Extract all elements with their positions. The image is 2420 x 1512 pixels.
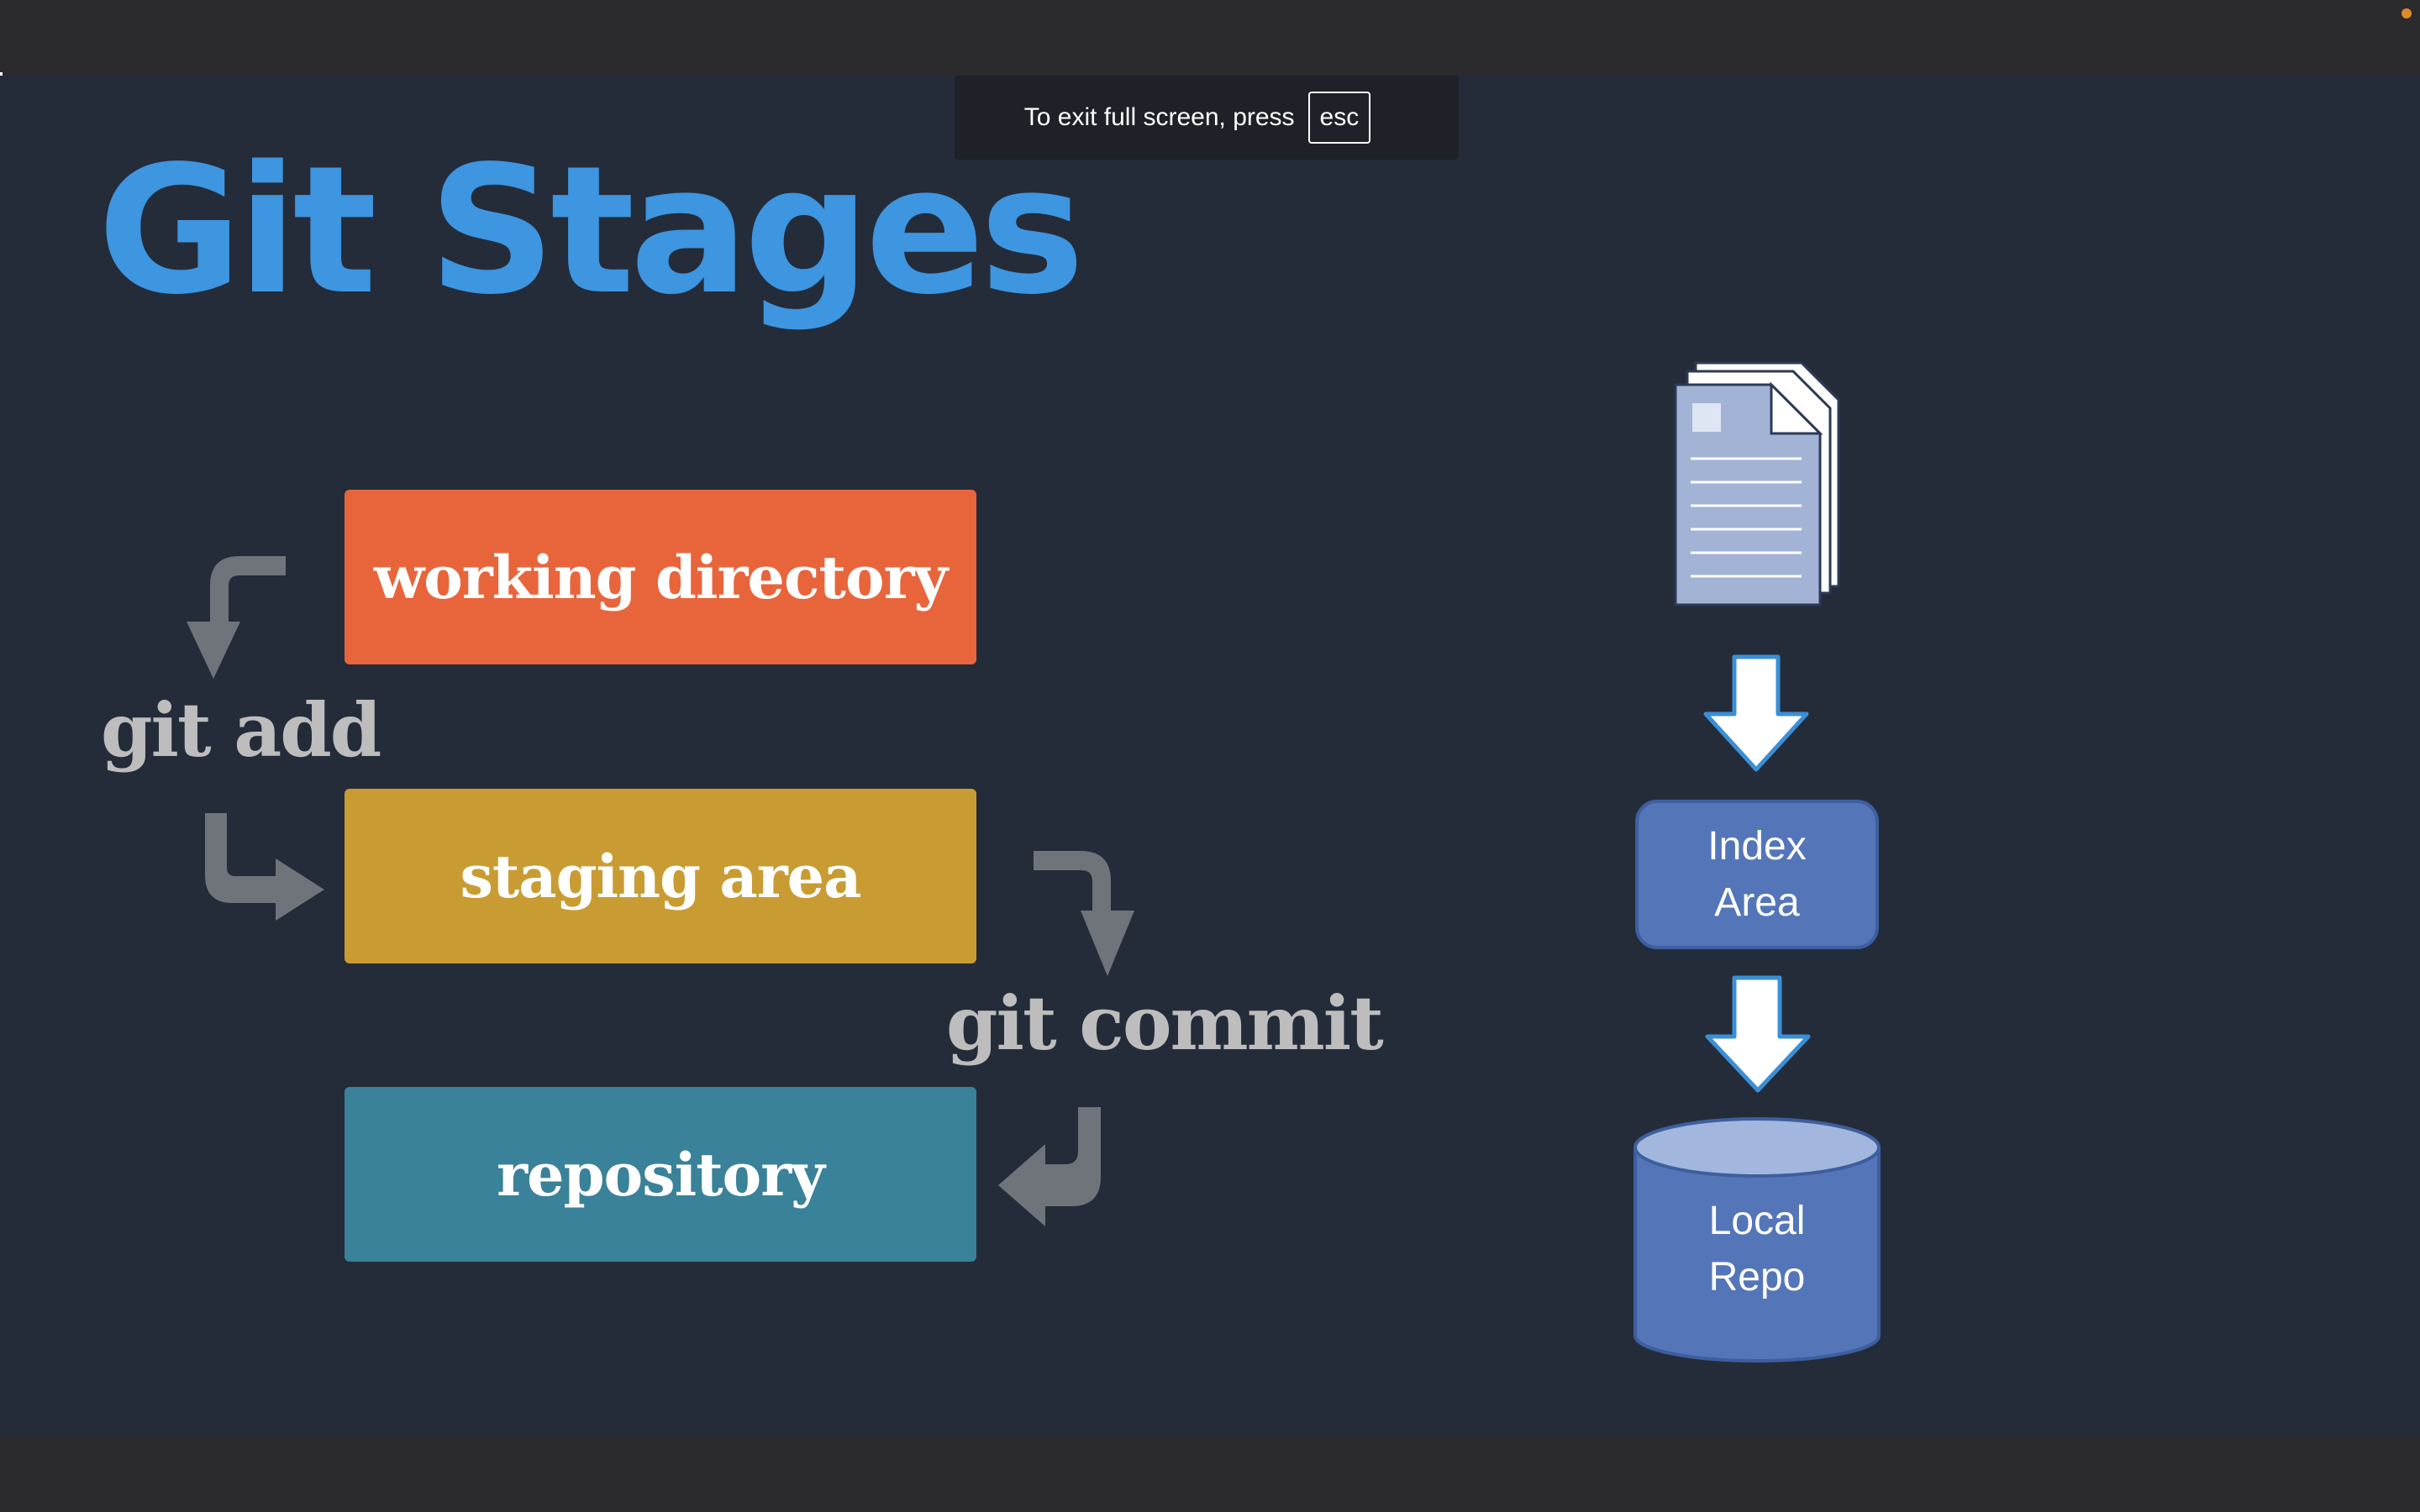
down-arrow-icon-2 [1705,975,1811,1093]
local-repo-label: Local Repo [1635,1193,1879,1305]
index-area-box: Index Area [1635,800,1879,949]
git-add-label: git add [101,686,381,774]
stage-staging-area: staging area [345,789,976,963]
index-area-line2: Area [1714,880,1800,925]
esc-key-badge[interactable]: esc [1307,92,1371,144]
fullscreen-exit-message: To exit full screen, press [1023,103,1295,131]
git-commit-bottom-arrow-icon [998,1107,1101,1226]
git-add-bottom-arrow-icon [205,813,324,921]
cursor-icon [0,72,3,77]
stage-working-directory: working directory [345,490,976,664]
recording-indicator-icon [2402,8,2412,18]
local-repo-line1: Local [1708,1199,1806,1243]
down-arrow-icon-1 [1703,654,1809,772]
stage-working-directory-label: working directory [373,542,948,612]
top-bar [0,0,2420,76]
documents-icon [1674,361,1840,606]
fullscreen-exit-notice: To exit full screen, press esc [955,76,1459,160]
bottom-bar [0,1436,2420,1512]
git-add-top-arrow-icon [187,556,286,679]
presentation-slide[interactable]: Git Stages working directory staging are… [0,76,2420,1436]
slide-title: Git Stages [97,128,1085,333]
local-repo-line2: Repo [1708,1255,1806,1300]
index-area-line1: Index [1707,823,1807,869]
stage-repository: repository [345,1087,976,1262]
stage-staging-area-label: staging area [460,841,862,911]
git-commit-label: git commit [946,979,1384,1067]
stage-repository-label: repository [497,1139,825,1210]
git-commit-top-arrow-icon [1034,851,1134,976]
